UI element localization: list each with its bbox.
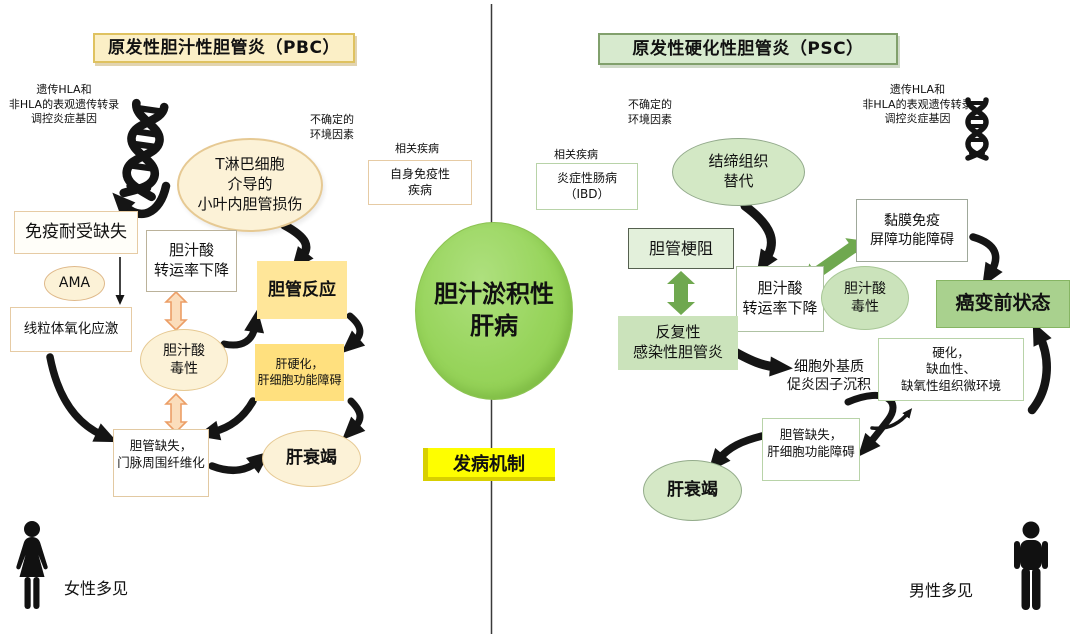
pbc-mitochondrial-stress-box: 线粒体氧化应激 xyxy=(10,307,132,352)
psc-connective-tissue-ellipse: 结缔组织 替代 xyxy=(672,138,805,206)
pbc-ama-ellipse: AMA xyxy=(44,266,105,301)
arrow-ecm-to-sclerosis xyxy=(870,408,913,431)
psc-recurrent-cholangitis-box: 反复性 感染性胆管炎 xyxy=(618,316,738,370)
female-figure-icon xyxy=(16,521,48,609)
arrow-tcell-to-duct-reaction xyxy=(279,220,314,271)
arrow-sclerosis-to-precancer xyxy=(1027,321,1052,415)
double-arrow-obstruction-recurrent xyxy=(667,271,695,315)
pbc-immune-tolerance-loss-box: 免疫耐受缺失 xyxy=(14,211,138,254)
psc-duct-loss-box: 胆管缺失， 肝细胞功能障碍 xyxy=(762,418,860,481)
dna-helix-icon xyxy=(965,97,989,161)
center-mechanism-box: 发病机制 xyxy=(423,448,555,481)
arrow-duct-reaction-to-cirrhosis xyxy=(341,312,366,354)
pbc-liver-failure-ellipse: 肝衰竭 xyxy=(262,430,361,487)
arrow-connective-to-transport xyxy=(740,201,778,274)
psc-header: 原发性硬化性胆管炎（PSC） xyxy=(598,33,898,65)
center-disease-ellipse: 胆汁淤积性 肝病 xyxy=(415,222,573,400)
pbc-cirrhosis-box: 肝硬化， 肝细胞功能障碍 xyxy=(255,344,344,401)
pbc-gene-text: 遗传HLA和 非HLA的表观遗传转录 调控炎症基因 xyxy=(8,83,120,126)
psc-environment-text: 不确定的 环境因素 xyxy=(628,98,672,126)
pbc-duct-loss-box: 胆管缺失， 门脉周围纤维化 xyxy=(113,429,209,497)
psc-ecm-text: 细胞外基质 促炎因子沉积 xyxy=(787,358,871,393)
psc-duct-obstruction-box: 胆管梗阻 xyxy=(628,228,734,269)
arrow-dna-to-immune-loss xyxy=(112,181,171,219)
arrow-mito-to-duct-loss xyxy=(46,353,118,443)
pbc-header: 原发性胆汁性胆管炎（PBC） xyxy=(93,33,355,63)
psc-bile-toxicity-ellipse: 胆汁酸 毒性 xyxy=(821,266,909,330)
pbc-environment-text: 不确定的 环境因素 xyxy=(310,113,354,141)
psc-bile-transport-box: 胆汁酸 转运率下降 xyxy=(736,266,824,332)
arrow-cirrhosis-to-duct-loss xyxy=(196,397,257,441)
arrow-duct-loss-to-liver-failure xyxy=(208,451,271,475)
pbc-related-disease-label: 相关疾病 xyxy=(395,141,439,155)
dna-helix-icon xyxy=(119,98,169,202)
pbc-tcell-injury-ellipse: T淋巴细胞 介导的 小叶内胆管损伤 xyxy=(177,138,323,232)
arrow-cirrhosis-to-liver-failure xyxy=(341,397,366,441)
psc-gender-label: 男性多见 xyxy=(908,581,973,601)
psc-liver-failure-ellipse: 肝衰竭 xyxy=(643,460,742,521)
psc-mucosal-barrier-box: 黏膜免疫 屏障功能障碍 xyxy=(856,199,968,262)
pbc-autoimmune-box: 自身免疫性 疾病 xyxy=(368,160,472,205)
psc-gene-text: 遗传HLA和 非HLA的表观遗传转录 调控炎症基因 xyxy=(862,83,973,126)
pbc-duct-reaction-box: 胆管反应 xyxy=(257,261,347,319)
arrow-duct-loss-to-liver-failure-right xyxy=(708,432,766,473)
arrow-mucosal-to-precancer xyxy=(969,233,1003,287)
male-figure-icon xyxy=(1014,521,1048,610)
psc-sclerosis-box: 硬化， 缺血性、 缺氧性组织微环境 xyxy=(878,338,1024,401)
pbc-bile-toxicity-ellipse: 胆汁酸 毒性 xyxy=(140,329,228,391)
psc-related-disease-label: 相关疾病 xyxy=(554,147,598,161)
pbc-bile-transport-box: 胆汁酸 转运率下降 xyxy=(146,230,237,292)
arrow-ecm-to-duct-loss xyxy=(844,391,897,457)
pbc-gender-label: 女性多见 xyxy=(63,579,128,599)
psc-precancer-box: 癌变前状态 xyxy=(936,280,1070,328)
double-arrow-transport-toxicity xyxy=(164,290,188,332)
double-arrow-toxicity-duct-loss xyxy=(164,392,188,434)
psc-ibd-box: 炎症性肠病 （IBD） xyxy=(536,163,638,210)
arrow-toxicity-to-duct-reaction xyxy=(220,309,265,349)
